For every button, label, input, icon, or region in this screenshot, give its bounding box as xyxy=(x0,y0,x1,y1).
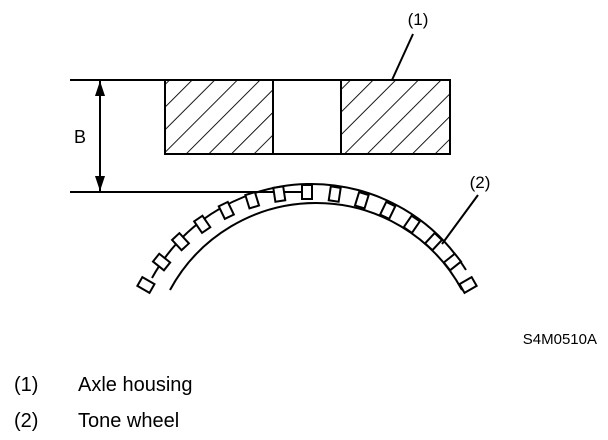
legend-item-tone-wheel: (2) Tone wheel xyxy=(14,410,179,433)
callout-1-label: (1) xyxy=(408,10,429,29)
housing-hole xyxy=(272,79,342,155)
tone-wheel-tooth xyxy=(423,231,444,252)
callout-1-leader xyxy=(391,33,414,81)
callout-2-label: (2) xyxy=(470,173,491,192)
figure-code: S4M0510A xyxy=(523,331,597,348)
tone-wheel-tooth xyxy=(353,190,370,210)
housing-right-section xyxy=(340,79,451,155)
tone-wheel-tooth xyxy=(402,214,422,235)
legend-number: (1) xyxy=(14,374,39,396)
dimension-arrow-bottom xyxy=(95,176,105,191)
diagram-figure: B (1) (2) S4M0510A xyxy=(70,10,597,348)
tone-wheel-tooth xyxy=(301,184,313,200)
callout-1: (1) xyxy=(391,10,429,81)
housing-left-section xyxy=(164,79,274,155)
tone-wheel-tooth xyxy=(170,231,191,252)
dimension-b: B xyxy=(70,80,305,193)
axle-housing xyxy=(70,79,451,155)
legend-item-axle-housing: (1) Axle housing xyxy=(14,374,193,397)
tone-wheel-tooth xyxy=(217,200,236,221)
tone-wheel xyxy=(135,183,479,295)
tone-wheel-tooth xyxy=(151,252,172,272)
tone-wheel-tooth xyxy=(244,190,261,210)
tone-wheel-tooth xyxy=(135,275,156,295)
legend-label: Axle housing xyxy=(78,374,193,396)
tone-wheel-tooth xyxy=(378,200,397,221)
legend-number: (2) xyxy=(14,410,39,432)
legend-label: Tone wheel xyxy=(78,410,180,432)
tone-wheel-tooth xyxy=(272,185,287,203)
tone-wheel-tooth xyxy=(192,214,212,235)
dimension-label: B xyxy=(74,127,86,147)
tone-wheel-inner-arc xyxy=(169,201,463,291)
callout-2-leader xyxy=(441,194,479,245)
tone-wheel-tooth xyxy=(442,252,463,272)
dimension-arrow-top xyxy=(95,81,105,96)
tone-wheel-tooth xyxy=(458,275,479,295)
tone-wheel-teeth xyxy=(135,184,479,295)
callout-2: (2) xyxy=(441,173,491,245)
tone-wheel-tooth xyxy=(327,185,342,203)
